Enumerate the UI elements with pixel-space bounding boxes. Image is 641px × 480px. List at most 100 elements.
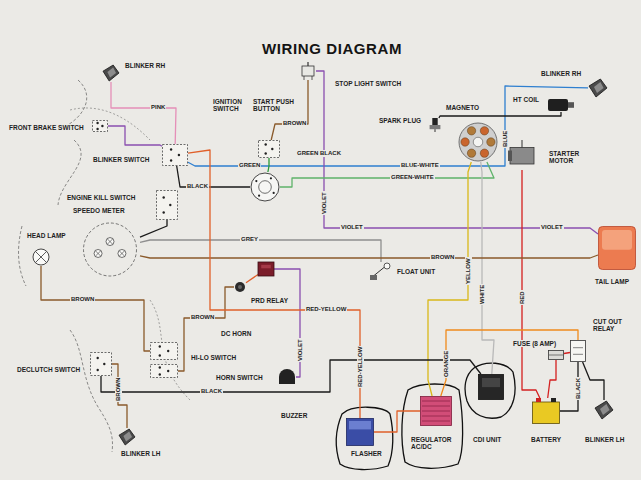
component-symbol <box>80 222 140 277</box>
switch-body <box>302 66 314 76</box>
component-symbol <box>594 400 614 420</box>
component-label: CUT OUT RELAY <box>592 318 630 332</box>
component: DC HORN <box>234 280 246 294</box>
switch-terminal <box>103 363 105 365</box>
component-symbol <box>458 122 498 162</box>
component-symbol <box>346 418 374 446</box>
wire <box>564 353 570 354</box>
component: HT COIL <box>548 98 574 112</box>
wire-colour-label: YELLOW <box>465 257 472 285</box>
wire <box>441 330 578 396</box>
horn-centre <box>238 285 242 289</box>
component-label: DC HORN <box>220 330 252 337</box>
switch-housing <box>163 145 188 166</box>
switch-housing <box>259 141 280 158</box>
component-label: BLINKER LH <box>120 450 161 457</box>
ignition-terminal <box>273 192 275 194</box>
switch-terminal <box>97 369 99 371</box>
component-symbol <box>548 98 574 112</box>
component: TAIL LAMP <box>598 226 636 270</box>
wire <box>188 86 588 166</box>
switch-housing <box>91 353 112 376</box>
wire <box>188 150 360 418</box>
component: BUZZER <box>278 368 296 386</box>
regulator-fin <box>422 401 450 402</box>
relay-contact <box>573 347 583 348</box>
component-symbol <box>90 352 112 376</box>
component: BLINKER LH <box>594 400 614 420</box>
component: BLINKER RH <box>102 64 120 82</box>
component-label: STOP LIGHT SWITCH <box>334 80 402 87</box>
regulator-body <box>421 397 452 426</box>
battery-body <box>533 402 560 424</box>
component-label: BLINKER SWITCH <box>92 156 150 163</box>
component-label: DECLUTCH SWITCH <box>16 366 81 373</box>
battery-terminal <box>551 398 556 402</box>
switch-terminal <box>167 370 169 372</box>
switch-housing <box>151 343 178 360</box>
blinker-lens <box>594 82 604 93</box>
regulator-fin <box>422 421 450 422</box>
coil-body <box>548 99 568 111</box>
regulator-fin <box>422 416 450 417</box>
wire-colour-label: RED-YELLOW <box>305 306 347 313</box>
component-symbol <box>548 350 564 360</box>
ignition-barrel <box>259 181 272 194</box>
component-label: MAGNETO <box>445 104 480 111</box>
component: BLINKER LH <box>118 428 136 446</box>
component: DECLUTCH SWITCH <box>90 352 112 376</box>
component-symbol <box>588 78 608 98</box>
fuse-element <box>549 355 563 356</box>
component-symbol <box>508 140 536 170</box>
wire-colour-label: VIOLET <box>340 224 364 231</box>
wire-colour-label: GREY <box>240 236 259 243</box>
component: FLASHER <box>346 418 374 446</box>
switch-terminal <box>163 196 165 198</box>
component-symbol <box>278 368 296 386</box>
component-label: HT COIL <box>512 96 540 103</box>
component-symbol <box>258 262 274 276</box>
speedo-outline <box>84 223 137 276</box>
component: CDI UNIT <box>478 374 504 400</box>
indicator-lamp <box>106 238 114 246</box>
wire-colour-label: VIOLET <box>321 191 328 215</box>
component-label: FLASHER <box>350 450 383 457</box>
wire-colour-label: BLUE <box>502 130 509 148</box>
component-label: ENGINE KILL SWITCH <box>66 194 137 201</box>
component-label: SPARK PLUG <box>378 117 422 124</box>
handlebar-outline <box>19 80 113 452</box>
wire <box>522 170 540 398</box>
switch-lead <box>312 76 313 80</box>
wire <box>548 360 556 398</box>
switch-terminal <box>170 159 172 161</box>
component-symbol <box>162 144 188 166</box>
wire-colour-label: BLACK <box>200 388 223 395</box>
coil-lead <box>568 102 574 108</box>
wire <box>112 364 127 428</box>
wire-colour-label: VIOLET <box>540 224 564 231</box>
blinker-lens <box>600 404 610 415</box>
regulator-fin <box>422 406 450 407</box>
component: CUT OUT RELAY <box>570 340 586 362</box>
wire-colour-label: ORANGE <box>443 350 450 378</box>
motor-end <box>508 151 512 162</box>
component-symbol <box>118 428 136 446</box>
hand-drawn-mark <box>465 363 515 418</box>
wire-colour-label: RED <box>519 290 526 305</box>
switch-terminal <box>163 211 165 213</box>
switch-terminal <box>265 143 267 145</box>
cdi-body <box>479 375 504 400</box>
wire <box>108 126 162 146</box>
switch-terminal <box>167 350 169 352</box>
plug-tip <box>435 129 436 132</box>
wire-colour-label: BROWN <box>190 314 215 321</box>
wire-colour-label: BROWN <box>282 120 307 127</box>
regulator-fin <box>422 411 450 412</box>
component: MAGNETO <box>458 122 498 162</box>
wire-colour-label: RED-YELLOW <box>357 346 364 388</box>
component-symbol <box>258 140 280 158</box>
horn-body <box>235 282 245 292</box>
hand-drawn-mark <box>402 384 463 468</box>
ignition-body <box>251 173 279 201</box>
wire <box>41 266 150 351</box>
